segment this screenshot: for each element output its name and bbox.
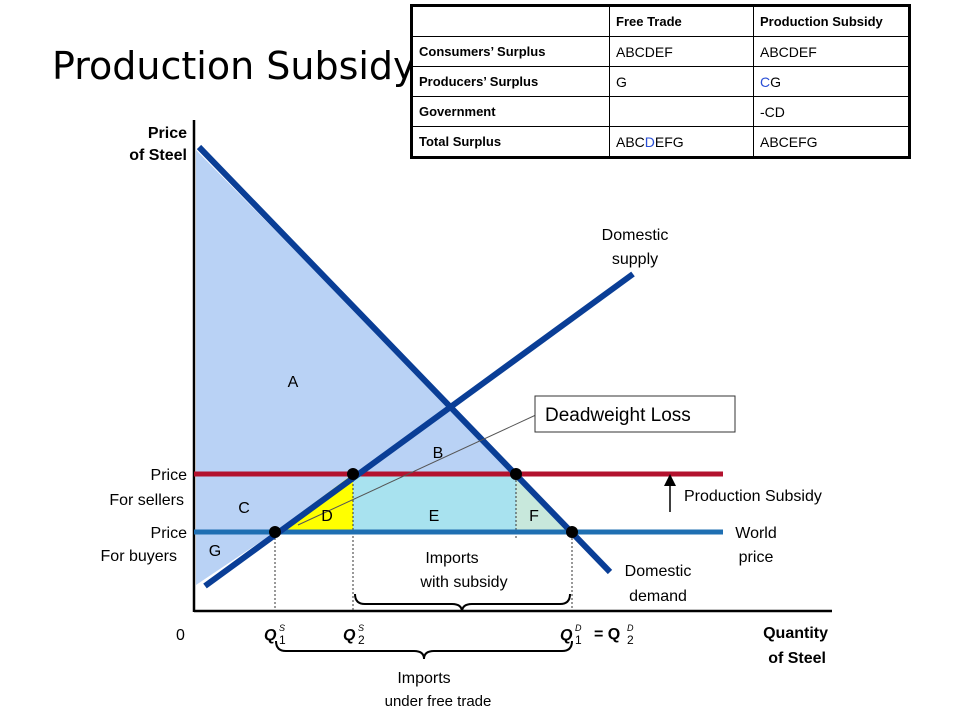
deadweight-loss-box — [534, 395, 736, 433]
imports-free-line2: under free trade — [385, 693, 492, 710]
tick-q1s-sub: 1 — [279, 633, 286, 647]
cell-producers-subsidy-highlight: C — [760, 73, 771, 90]
price-buyers-line1: Price — [151, 525, 188, 542]
price-sellers-line1: Price — [151, 467, 188, 484]
q1d-q: Q — [560, 627, 573, 644]
cell-producers-subsidy: CG — [753, 66, 910, 97]
brace-imports-free-trade — [275, 640, 573, 660]
demand-label-line1: Domestic — [625, 563, 692, 580]
subsidy-arrow-head — [664, 474, 676, 486]
cell-total-free-trade-pre: ABC — [616, 133, 645, 150]
region-e-area — [353, 474, 516, 532]
q2s-q: Q — [343, 627, 356, 644]
demand-label-line2: demand — [629, 588, 687, 605]
row-label-government: Government — [411, 96, 610, 127]
tick-q2d-sup: D — [627, 623, 634, 633]
tick-q2d-sub: 2 — [627, 633, 634, 647]
supply-label-line2: supply — [612, 251, 658, 268]
region-b-label: B — [433, 445, 444, 462]
region-a-label: A — [288, 374, 299, 391]
supply-label-line1: Domestic — [602, 227, 669, 244]
table-header-empty — [411, 5, 610, 37]
price-buyers-line2: For buyers — [101, 548, 177, 565]
row-label-total-surplus: Total Surplus — [411, 126, 610, 158]
region-f-label: F — [529, 508, 539, 525]
tick-label-q1s: Q — [264, 627, 277, 644]
row-label-producers-surplus: Producers’ Surplus — [411, 66, 610, 97]
page-title: Production Subsidy — [52, 44, 416, 88]
region-g-label: G — [209, 543, 221, 560]
production-subsidy-label: Production Subsidy — [684, 488, 822, 505]
tick-q1d-sup: D — [575, 623, 582, 633]
tick-q2s-sup: S — [358, 623, 364, 633]
cell-total-free-trade-post: EFG — [654, 133, 684, 150]
deadweight-loss-pointer — [297, 413, 539, 526]
tick-q2s-sub: 2 — [358, 633, 365, 647]
surplus-table: Free Trade Production Subsidy Consumers’… — [410, 4, 911, 159]
x-axis-label-line1: Quantity — [763, 625, 828, 642]
world-price-line2: price — [739, 549, 774, 566]
cell-producers-free-trade: G — [609, 66, 754, 97]
world-price-line1: World — [735, 525, 777, 542]
table-row: Total Surplus ABCDEFG ABCEFG — [411, 126, 910, 158]
region-c-label: C — [238, 500, 250, 517]
tick-label-q2d: = Q — [594, 626, 620, 643]
cell-total-free-trade: ABCDEFG — [609, 126, 754, 158]
imports-subsidy-line1: Imports — [425, 550, 478, 567]
point-q1s — [269, 526, 281, 538]
tick-q1s-sup: S — [279, 623, 285, 633]
tick-label-q2s: Q — [343, 627, 356, 644]
domestic-demand-curve — [196, 144, 613, 575]
deadweight-loss-label: Deadweight Loss — [545, 405, 691, 426]
imports-free-line1: Imports — [397, 670, 450, 687]
y-axis-label-line2: of Steel — [129, 147, 187, 164]
cell-consumers-subsidy: ABCDEF — [753, 36, 910, 67]
cell-government-subsidy: -CD — [753, 96, 910, 127]
origin-label: 0 — [176, 627, 185, 644]
brace-imports-with-subsidy — [354, 593, 571, 613]
q1s-q: Q — [264, 627, 277, 644]
point-q2s — [347, 468, 359, 480]
tick-label-q1d: Q — [560, 627, 573, 644]
table-row: Producers’ Surplus G CG — [411, 66, 910, 97]
y-axis-label-line1: Price — [148, 125, 187, 142]
x-axis-label-line2: of Steel — [768, 650, 826, 667]
region-d-label: D — [321, 508, 333, 525]
point-q2d-seller — [510, 468, 522, 480]
cell-total-free-trade-highlight: D — [644, 133, 655, 150]
imports-subsidy-line2: with subsidy — [419, 574, 507, 591]
table-row: Government -CD — [411, 96, 910, 127]
cell-producers-subsidy-post: G — [770, 73, 782, 90]
price-sellers-line2: For sellers — [109, 492, 184, 509]
tick-q1d-sub: 1 — [575, 633, 582, 647]
table-header-production-subsidy: Production Subsidy — [753, 5, 910, 37]
point-q1d — [566, 526, 578, 538]
cell-total-subsidy: ABCEFG — [753, 126, 910, 158]
region-e-label: E — [429, 508, 440, 525]
